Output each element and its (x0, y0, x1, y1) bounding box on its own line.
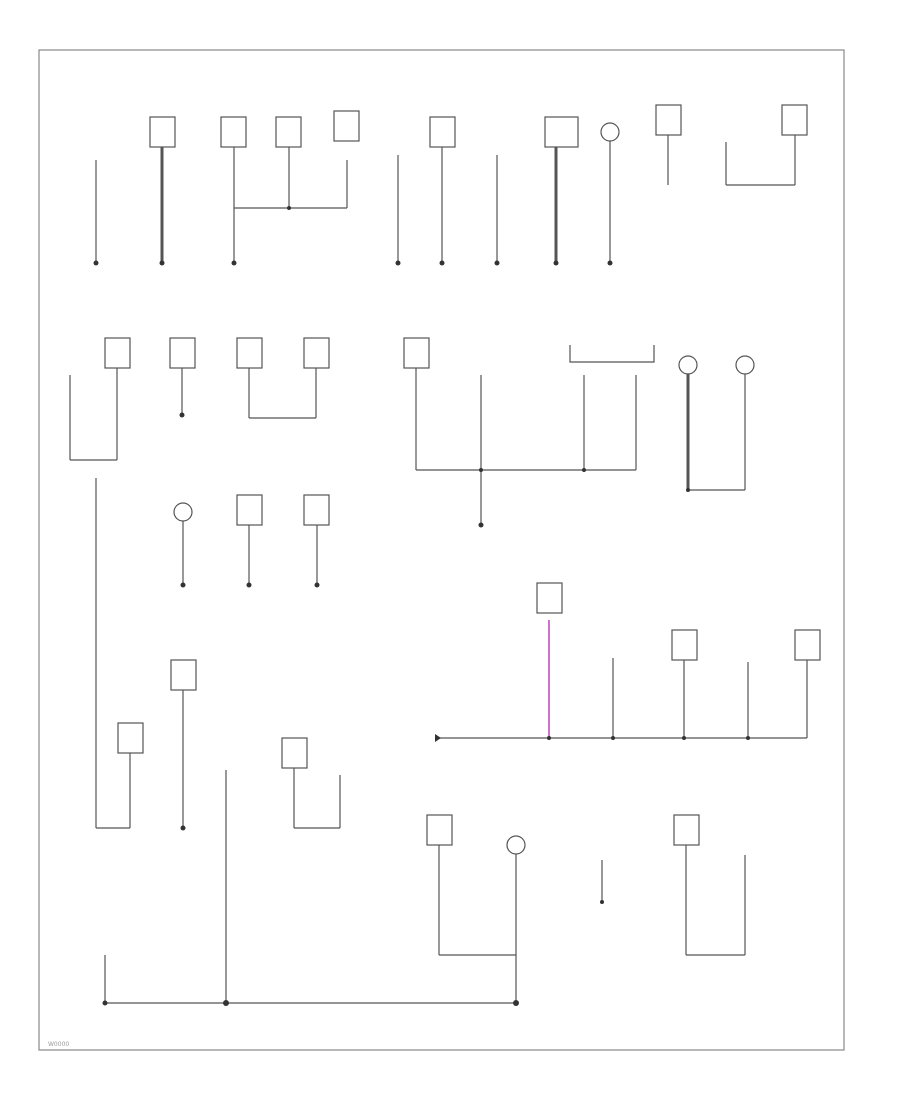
row1-components (149, 104, 808, 148)
row5-wires (96, 690, 341, 1003)
row4-ground-points (435, 734, 750, 742)
row4-components (536, 582, 821, 661)
row6-wires (438, 845, 746, 1003)
diagram-border (38, 49, 845, 1051)
row4-wires (440, 620, 808, 739)
row3-ground-points (180, 582, 320, 588)
row2-components (104, 337, 755, 375)
row6-components (426, 814, 700, 855)
bottom-bus (104, 955, 516, 1004)
footer-code: W0000 (48, 1041, 69, 1048)
row3-components (173, 494, 330, 526)
row5-ground-points (180, 825, 186, 831)
row3-wires (95, 478, 318, 828)
row2-ground-points (179, 412, 690, 528)
row2-wires (69, 368, 746, 525)
row1-ground-points (93, 206, 613, 266)
row1-wires (95, 135, 796, 263)
row5-components (117, 659, 308, 769)
bottom-ground-points (102, 900, 604, 1006)
